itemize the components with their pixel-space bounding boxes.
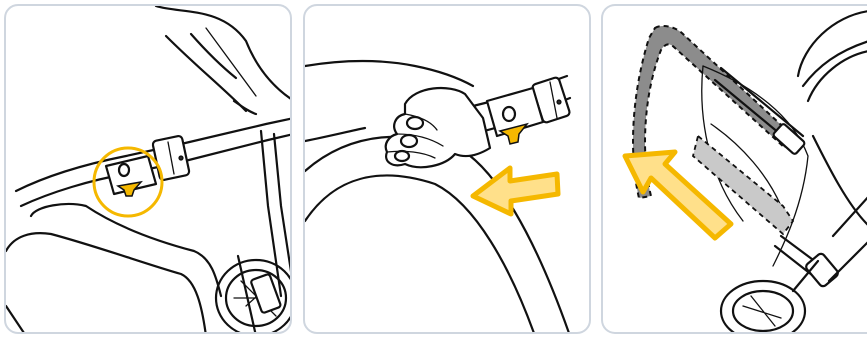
- handlebar-front-curve: [31, 204, 221, 296]
- hand-icon: [386, 88, 490, 167]
- step-2-panel: [303, 4, 591, 334]
- step-3-panel: [601, 4, 867, 334]
- handlebar-front-curve: [305, 137, 570, 334]
- step-2-illustration: [305, 6, 591, 334]
- joint-sleeve: [772, 123, 805, 155]
- arm: [305, 61, 473, 86]
- canopy-outline: [798, 11, 867, 76]
- step-1-illustration: [6, 6, 292, 334]
- step-1-panel: [4, 4, 292, 334]
- push-arrow-icon: [473, 168, 558, 214]
- step-3-illustration: [603, 6, 867, 334]
